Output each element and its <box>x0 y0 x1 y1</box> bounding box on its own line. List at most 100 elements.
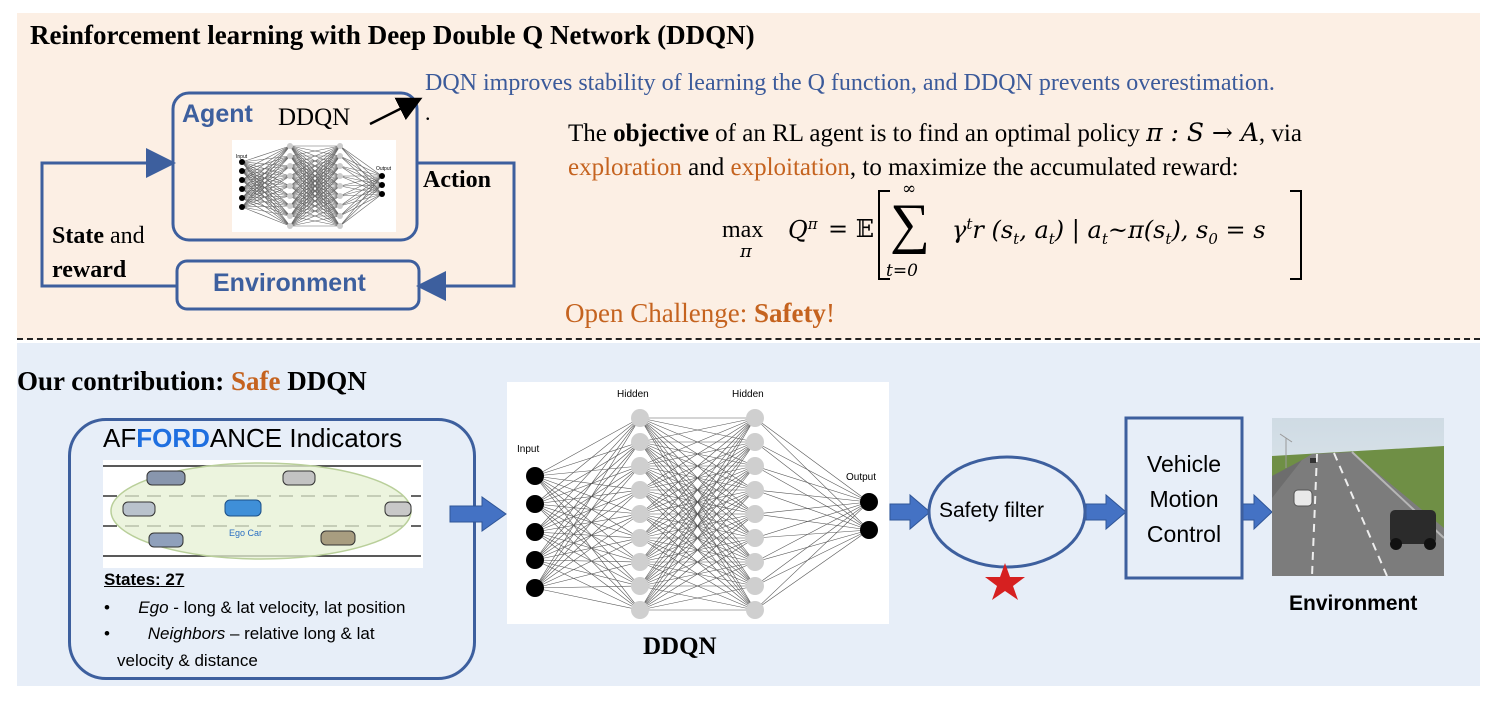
nn-io-node <box>379 191 385 197</box>
nn-edge <box>339 165 383 195</box>
nn-edge <box>534 531 641 587</box>
nn-hidden-node <box>631 457 649 475</box>
agent-nn-output-label: Output <box>376 166 392 172</box>
nn-edge <box>639 417 756 563</box>
nn-edge <box>339 145 383 177</box>
formula-tail: ), s <box>1171 216 1209 244</box>
nn-edge <box>241 155 291 208</box>
objective-text-3: , via <box>1258 120 1302 147</box>
nn-edge <box>241 179 291 207</box>
nn-edge <box>534 441 641 477</box>
objective-bold: objective <box>613 120 709 147</box>
nn-edge <box>241 165 291 172</box>
exploration-word: exploration <box>568 154 682 181</box>
environment-image <box>1272 418 1444 576</box>
ddqn-note: DQN improves stability of learning the Q… <box>425 70 1275 96</box>
nn-hidden-node <box>337 143 343 149</box>
nn-edge <box>241 206 291 217</box>
nn-io-node <box>239 159 245 165</box>
formula-gamma-sup: t <box>966 215 973 233</box>
nn-edge <box>754 441 870 531</box>
affordance-title-af: AF <box>103 423 137 453</box>
bullet-neighbors-em: Neighbors <box>147 624 226 643</box>
bullet-neighbors-text: – relative long & lat <box>225 624 375 643</box>
nn-hidden-node <box>287 163 293 169</box>
agent-label: Agent <box>182 100 253 128</box>
nn-edge <box>241 195 291 199</box>
nn-edge <box>534 441 641 533</box>
nn-edge <box>754 529 870 587</box>
nn-edge <box>241 185 291 199</box>
nn-edge <box>754 489 870 503</box>
formula-lhs: Qπ <box>788 215 818 244</box>
nn-hidden-node <box>746 457 764 475</box>
nn-edge <box>534 559 641 587</box>
nn-edge <box>534 441 641 589</box>
objective-formula: max π Qπ = 𝔼 ∞ ∑ t=0 γtr (st, at) | at~π… <box>720 179 1320 295</box>
nn-hidden-node <box>337 213 343 219</box>
nn-hidden-node <box>631 529 649 547</box>
nn-edge <box>241 145 291 172</box>
nn-edge <box>639 417 756 539</box>
bullet-neighbors: • Neighbors – relative long & lat <box>104 624 375 643</box>
nn-edge <box>241 155 291 190</box>
nn-edge <box>241 179 291 227</box>
nn-edge <box>754 417 870 503</box>
nn-edge <box>241 206 291 227</box>
formula-sum-symbol: ∑ <box>890 193 930 255</box>
nn-edge <box>241 161 291 227</box>
nn-edge <box>534 503 641 563</box>
objective-text-1: The <box>568 120 614 147</box>
note-pointer-arrow <box>369 97 423 126</box>
nn-edge <box>241 161 291 197</box>
agent-ddqn-label: DDQN <box>278 104 351 131</box>
nn-edge <box>639 417 756 443</box>
nn-edge <box>534 475 641 491</box>
formula-bracket-right <box>1290 190 1302 280</box>
nn-io-node <box>239 177 245 183</box>
nn-edge <box>241 179 291 217</box>
nn-edge <box>241 179 291 187</box>
nn-edge <box>339 184 383 227</box>
nn-edge <box>534 475 641 563</box>
nn-edge <box>241 170 291 207</box>
challenge-prefix: Open Challenge: <box>565 298 754 328</box>
nn-edge <box>639 417 756 467</box>
nn-edge <box>534 503 641 611</box>
nn-io-node <box>379 182 385 188</box>
nn-edge <box>241 145 291 208</box>
nn-edge <box>534 417 641 589</box>
nn-edge <box>339 145 383 195</box>
nn-hidden-node <box>746 529 764 547</box>
nn-edge <box>534 513 641 589</box>
nn-edge <box>339 184 383 217</box>
nn-edge <box>639 441 756 611</box>
nn-edge <box>241 170 291 197</box>
nn-hidden-node <box>287 213 293 219</box>
formula-q: Q <box>788 216 808 244</box>
agent-nn-input-label: Input <box>236 154 248 160</box>
nn-edge <box>241 145 291 181</box>
formula-given: ) | a <box>1054 216 1102 244</box>
nn-edge <box>754 501 870 587</box>
nn-io-node <box>526 551 544 569</box>
nn-edge <box>534 475 641 587</box>
bullet-ego: • Ego - long & lat velocity, lat positio… <box>104 598 406 617</box>
nn-edge <box>339 175 383 217</box>
nn-edge <box>754 529 870 539</box>
nn-edge <box>534 465 641 477</box>
nn-hidden-node <box>287 183 293 189</box>
nn-edge <box>639 489 756 611</box>
nn-edge <box>534 441 641 505</box>
road-illustration <box>103 460 423 568</box>
formula-body: γtr (st, at) | at~π(st), s0 = s <box>952 215 1266 248</box>
nn-edge <box>241 165 291 190</box>
nn-io-node <box>379 173 385 179</box>
nn-edge <box>754 501 870 611</box>
agent-nn-graph <box>239 143 385 229</box>
safety-filter-label: Safety filter <box>939 499 1045 522</box>
nn-edge <box>241 155 291 163</box>
nn-hidden-node <box>287 223 293 229</box>
nn-edge <box>534 465 641 561</box>
nn-edge <box>534 465 641 505</box>
